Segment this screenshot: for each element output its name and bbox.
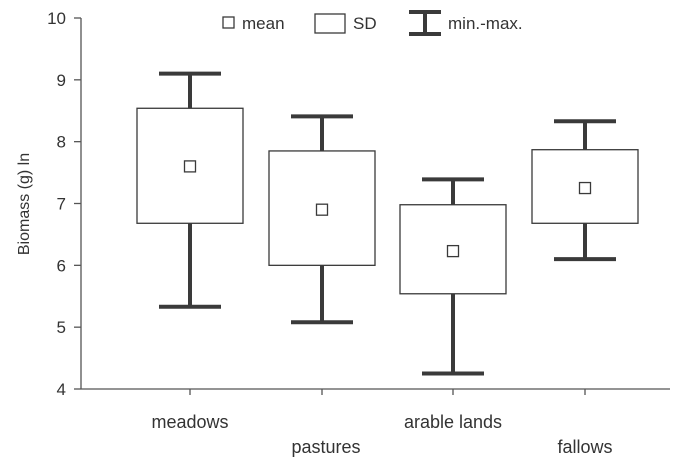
legend-sd-marker — [314, 13, 346, 34]
legend-sd-label: SD — [353, 14, 377, 33]
y-tick-label: 10 — [47, 9, 66, 28]
x-axis-ticks — [189, 389, 586, 395]
category-label: arable lands — [404, 412, 502, 432]
box-series — [136, 71, 639, 376]
y-tick-label: 7 — [57, 195, 66, 214]
y-tick-label: 4 — [57, 380, 66, 399]
legend-mean-marker — [222, 16, 235, 29]
legend-range-label: min.-max. — [448, 14, 523, 33]
category-label: fallows — [557, 437, 612, 457]
y-tick-label: 6 — [57, 256, 66, 275]
legend-mean-label: mean — [242, 14, 285, 33]
box-group — [531, 119, 639, 262]
category-label: pastures — [291, 437, 360, 457]
y-tick-label: 5 — [57, 318, 66, 337]
mean-marker — [183, 160, 197, 173]
box-group — [268, 114, 376, 325]
category-labels: meadows pastures arable lands fallows — [151, 412, 612, 457]
legend: mean SD min.-max. — [222, 10, 523, 36]
mean-marker — [315, 203, 329, 216]
mean-marker — [578, 181, 592, 195]
mean-marker — [446, 244, 460, 258]
y-tick-label: 8 — [57, 133, 66, 152]
box-group — [399, 177, 507, 376]
category-label: meadows — [151, 412, 228, 432]
legend-range-marker — [409, 10, 441, 36]
box-group — [136, 71, 244, 309]
y-axis-title: Biomass (g) ln — [16, 153, 33, 255]
y-tick-label: 9 — [57, 71, 66, 90]
y-axis-ticks: 4 5 6 7 8 9 10 — [47, 9, 81, 399]
